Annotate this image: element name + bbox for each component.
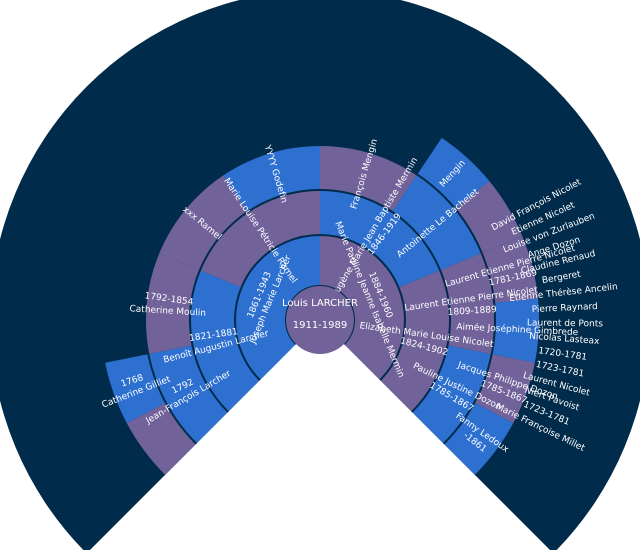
ancestor-name-g3-2: Catherine Moulin [129,304,206,318]
generation-ring-5 [99,99,542,477]
ancestor-segment-g4-11[interactable] [417,137,491,209]
ancestor-segment-g2-2[interactable] [199,190,320,288]
ancestor-segment-g4-12[interactable] [455,180,524,254]
ancestor-segment-g3-6[interactable] [392,174,482,271]
root-person: Louis LARCHER 1911-1989 [282,286,358,354]
generation-ring-4 [144,144,496,445]
ancestor-segment-g4-16[interactable] [443,402,515,476]
ancestor-segment-g3-1[interactable] [148,345,229,444]
ancestor-label-g5-8: Pierre Raynard [531,302,598,315]
ancestor-segment-g3-7[interactable] [440,253,495,355]
ancestor-segment-g4-14[interactable] [491,298,540,363]
ancestor-segment-g2-3[interactable] [320,190,441,288]
root-person-dates: 1911-1989 [293,320,348,331]
root-person-name: Louis LARCHER [282,298,358,309]
ancestor-segments [104,137,540,476]
ancestor-segment-g3-3[interactable] [158,174,248,271]
ancestor-segment-g4-2[interactable] [104,354,166,424]
ancestor-segment-g3-2[interactable] [145,253,200,355]
ancestor-segment-g3-8[interactable] [411,345,492,444]
ancestor-segment-g2-1[interactable] [189,270,260,412]
generation-ring-2 [234,234,406,381]
ancestor-segment-g4-1[interactable] [125,402,197,476]
ancestor-segment-g1-2[interactable] [320,235,405,381]
generation-ring-3 [189,189,451,413]
ancestor-segment-g2-4[interactable] [380,270,451,412]
ancestor-label-g5-9: Laurent de Ponts [527,318,603,329]
ancestor-segment-g4-13[interactable] [481,235,539,303]
ancestor-segment-g4-15[interactable] [474,354,536,424]
ancestor-dates-g3-7: 1809-1889 [447,305,497,318]
ancestor-segment-g1-1[interactable] [235,235,320,381]
root-person-circle[interactable] [286,286,354,354]
